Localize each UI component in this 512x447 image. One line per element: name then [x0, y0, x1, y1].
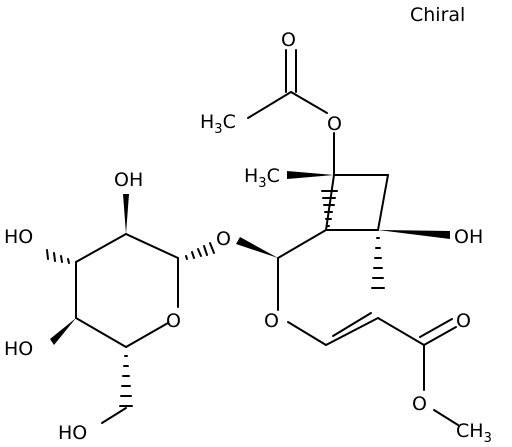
stereo-bonds [46, 171, 450, 424]
atom-label-glycosidic-o: O [216, 228, 231, 250]
atom-label-sugar-oh-bottom-left: HO [4, 338, 33, 360]
atom-label-quaternary-methyl: H3C [244, 165, 280, 191]
atom-label-carbonyl-o: O [281, 29, 296, 51]
atom-label-ester-methyl-o: O [412, 393, 427, 415]
atom-label-pyran-o: O [264, 310, 279, 332]
chiral-label: Chiral [410, 4, 465, 26]
atom-label-ester-o: O [327, 113, 342, 135]
atom-label-sugar-ring-o: O [166, 310, 181, 332]
hash-c3-ho [46, 249, 70, 264]
atom-label-acetyl-methyl: H3C [200, 111, 236, 137]
atom-label-ring-hydroxyl: OH [454, 226, 483, 248]
hash-c4a-c4 [371, 237, 385, 289]
atom-label-ester-carbonyl-o: O [456, 310, 471, 332]
hash-anomeric-o [185, 242, 215, 260]
atom-label-sugar-oh-top: OH [114, 169, 143, 191]
hash-c5-ch2 [119, 355, 133, 407]
atom-label-ester-methyl: CH3 [456, 420, 492, 446]
bond-lines [75, 49, 459, 426]
atom-label-sugar-ch2oh: HO [58, 422, 87, 444]
atom-label-sugar-oh-left: HO [4, 226, 33, 248]
hash-c7a-c7 [321, 190, 338, 227]
